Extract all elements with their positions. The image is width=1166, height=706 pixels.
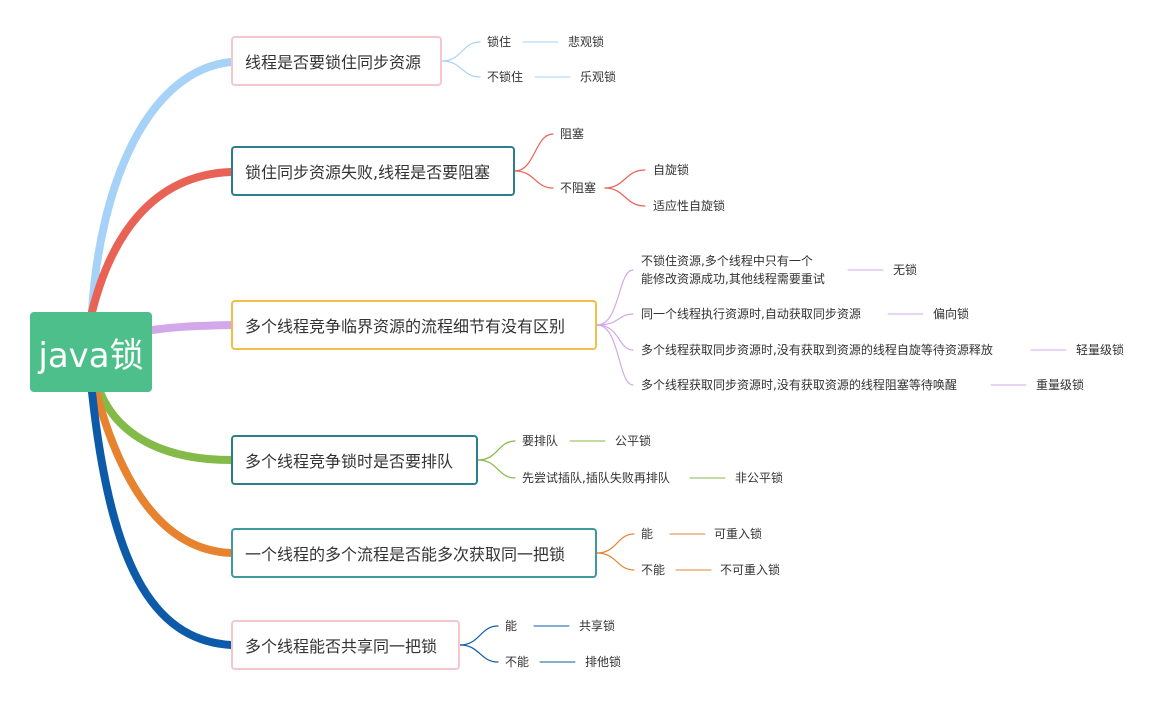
topic-block-on-failure[interactable]: 锁住同步资源失败,线程是否要阻塞 bbox=[231, 146, 515, 196]
leaf-lock-free[interactable]: 无锁 bbox=[893, 263, 918, 277]
branch-connector bbox=[88, 388, 235, 649]
leaf-pessimistic-lock[interactable]: 悲观锁 bbox=[568, 35, 605, 49]
leaf-block[interactable]: 阻塞 bbox=[560, 127, 585, 141]
leaf-lock[interactable]: 锁住 bbox=[487, 35, 512, 49]
leaf-no-lock-desc-line1[interactable]: 不锁住资源,多个线程中只有一个 bbox=[641, 254, 813, 268]
sub-connector bbox=[459, 625, 499, 646]
leaf-shared-lock[interactable]: 共享锁 bbox=[579, 619, 616, 633]
leaf-can[interactable]: 能 bbox=[641, 527, 654, 541]
leaf-lightweight-lock[interactable]: 轻量级锁 bbox=[1076, 343, 1125, 357]
sub-connector bbox=[459, 644, 499, 663]
leaf-biased-desc[interactable]: 同一个线程执行资源时,自动获取同步资源 bbox=[641, 307, 861, 321]
leaf-heavyweight-lock[interactable]: 重量级锁 bbox=[1036, 378, 1085, 392]
topic-lock-resource[interactable]: 线程是否要锁住同步资源 bbox=[231, 36, 442, 86]
sub-connector bbox=[596, 269, 634, 326]
leaf-heavyweight-desc[interactable]: 多个线程获取同步资源时,没有获取资源的线程阻塞等待唤醒 bbox=[641, 378, 957, 392]
sub-connector bbox=[441, 60, 481, 78]
branch-connector bbox=[88, 168, 235, 316]
leaf-unfair-lock[interactable]: 非公平锁 bbox=[735, 471, 784, 485]
branch-connector bbox=[96, 388, 235, 464]
sub-connector bbox=[604, 187, 646, 207]
sub-connector bbox=[596, 324, 634, 386]
leaf-non-reentrant-lock[interactable]: 不可重入锁 bbox=[720, 563, 781, 577]
topic-share-lock[interactable]: 多个线程能否共享同一把锁 bbox=[231, 620, 460, 670]
branch-connector bbox=[148, 321, 235, 334]
leaf-adaptive-spin-lock[interactable]: 适应性自旋锁 bbox=[653, 199, 726, 213]
leaf-queue[interactable]: 要排队 bbox=[522, 434, 559, 448]
leaf-exclusive-lock[interactable]: 排他锁 bbox=[585, 655, 622, 669]
sub-connector bbox=[477, 459, 516, 479]
root-topic[interactable]: java锁 bbox=[30, 312, 152, 392]
sub-connector bbox=[596, 552, 635, 571]
leaf-reentrant-lock[interactable]: 可重入锁 bbox=[714, 527, 763, 541]
topic-queue-for-lock[interactable]: 多个线程竞争锁时是否要排队 bbox=[231, 435, 478, 485]
sub-connector bbox=[596, 533, 635, 554]
leaf-optimistic-lock[interactable]: 乐观锁 bbox=[580, 70, 617, 84]
topic-contention-details[interactable]: 多个线程竞争临界资源的流程细节有没有区别 bbox=[231, 300, 597, 350]
leaf-share-cannot[interactable]: 不能 bbox=[505, 655, 530, 669]
sub-connector bbox=[604, 169, 646, 189]
leaf-share-can[interactable]: 能 bbox=[505, 619, 518, 633]
leaf-non-block[interactable]: 不阻塞 bbox=[560, 181, 597, 195]
sub-connector bbox=[477, 440, 516, 461]
sub-connector bbox=[514, 170, 554, 189]
leaf-no-lock[interactable]: 不锁住 bbox=[487, 70, 524, 84]
sub-connector bbox=[514, 133, 554, 172]
leaf-cannot[interactable]: 不能 bbox=[641, 563, 666, 577]
leaf-cut-in-desc[interactable]: 先尝试插队,插队失败再排队 bbox=[522, 471, 670, 485]
leaf-spin-lock[interactable]: 自旋锁 bbox=[653, 163, 690, 177]
sub-connector bbox=[441, 41, 481, 62]
topic-reentrant[interactable]: 一个线程的多个流程是否能多次获取同一把锁 bbox=[231, 528, 597, 578]
leaf-no-lock-desc-line2[interactable]: 能修改资源成功,其他线程需要重试 bbox=[641, 272, 825, 286]
branch-connector bbox=[88, 58, 235, 316]
branch-connector bbox=[92, 388, 235, 557]
leaf-fair-lock[interactable]: 公平锁 bbox=[615, 434, 652, 448]
leaf-biased-lock[interactable]: 偏向锁 bbox=[933, 307, 970, 321]
leaf-lightweight-desc[interactable]: 多个线程获取同步资源时,没有获取到资源的线程自旋等待资源释放 bbox=[641, 343, 993, 357]
sub-connector bbox=[596, 313, 634, 326]
